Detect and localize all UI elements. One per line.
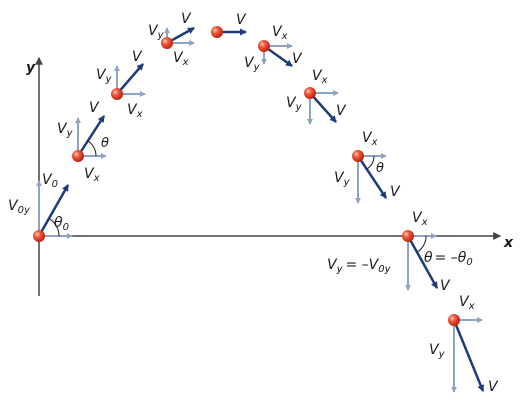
vx-label: Vx	[84, 166, 100, 184]
ball	[161, 37, 173, 49]
v-label: V0	[42, 172, 58, 190]
velocity-arrow	[356, 155, 388, 199]
velocity-arrow	[452, 319, 485, 392]
velocity-arrow	[76, 115, 106, 157]
vx-label: Vx	[459, 294, 475, 312]
point-apex: V	[211, 12, 248, 38]
v-label: V	[236, 12, 247, 28]
vy-label: Vy	[334, 170, 351, 188]
vy-label: Vy	[429, 342, 446, 360]
vx-label: Vx	[272, 24, 288, 42]
vy-label: Vy	[148, 23, 165, 41]
vx-label: Vx	[312, 68, 328, 86]
point-landing: Vx θ= –θ0 Vy= –V0y V	[327, 210, 473, 294]
angle-arc	[366, 155, 375, 170]
velocity-arrow	[406, 235, 439, 289]
point-1: V Vy Vx θ	[57, 100, 109, 184]
point-launch: V0 V0y θ0	[8, 172, 73, 242]
ball	[111, 88, 123, 100]
vy-label: V0y	[8, 198, 31, 216]
angle-label: θ	[376, 161, 384, 176]
point-7: Vx θ Vy V	[334, 130, 401, 204]
v-label: V	[390, 184, 401, 200]
vx-label: Vx	[173, 50, 189, 68]
angle-arc	[87, 140, 97, 157]
point-9: Vx Vy V	[429, 294, 499, 395]
vx-label: Vx	[412, 210, 428, 228]
ball	[448, 314, 460, 326]
ball	[211, 26, 223, 38]
ball	[304, 87, 316, 99]
vy-label: Vy	[57, 121, 74, 139]
x-axis-label: x	[503, 235, 514, 251]
ball	[402, 230, 414, 242]
point-3: V Vy Vx	[148, 11, 195, 68]
v-label: V	[89, 100, 100, 116]
velocity-arrow	[37, 184, 70, 237]
angle-label: θ0	[54, 215, 69, 233]
vx-label: Vx	[362, 130, 378, 148]
angle-arc	[48, 218, 60, 237]
ball	[72, 150, 84, 162]
vy-label: Vy	[244, 55, 261, 73]
velocity-arrow	[116, 63, 144, 95]
vy-equation: Vy= –V0y	[327, 257, 392, 275]
angle-equation: θ= –θ0	[424, 250, 473, 268]
ball	[258, 40, 270, 52]
v-label: V	[488, 379, 499, 395]
v-label: V	[292, 51, 303, 67]
y-axis-label: y	[26, 60, 36, 76]
vy-label: Vy	[286, 95, 303, 113]
v-label: V	[440, 278, 451, 294]
angle-arc	[416, 235, 427, 253]
vy-label: Vy	[96, 67, 113, 85]
v-label: V	[181, 11, 192, 27]
point-5: Vx Vy V	[244, 24, 303, 73]
velocity-arrow	[309, 92, 337, 123]
ball	[352, 150, 364, 162]
angle-label: θ	[101, 136, 109, 151]
v-label: V	[336, 103, 347, 119]
point-6: Vx Vy V	[286, 68, 347, 125]
ball	[33, 230, 45, 242]
vx-label: Vx	[127, 102, 143, 120]
point-2: V Vy Vx	[96, 49, 146, 120]
v-label: V	[132, 49, 143, 65]
